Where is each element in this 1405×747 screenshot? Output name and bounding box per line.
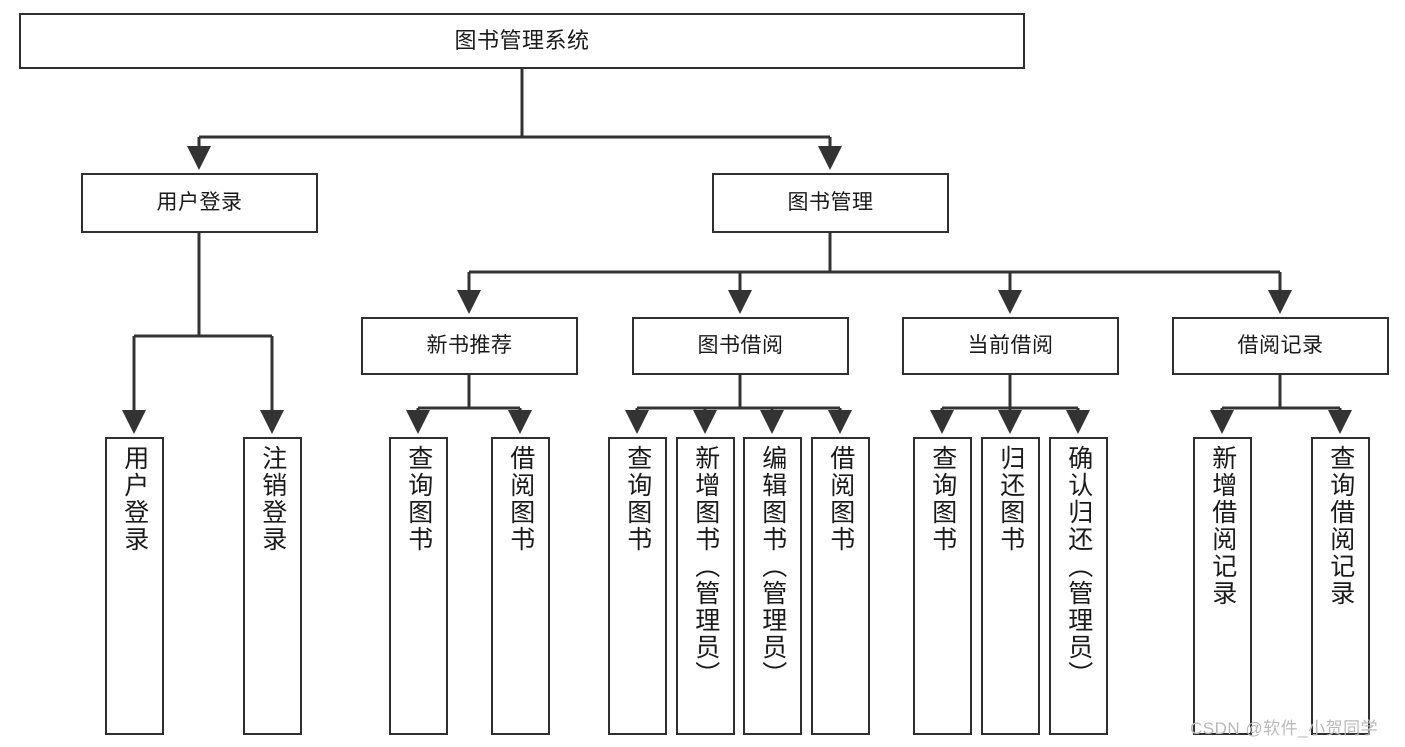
node-label: 新增借阅记录 [1208, 445, 1237, 607]
node-book-borrow[interactable]: 图书借阅 [632, 317, 849, 375]
node-label: 用户登录 [120, 445, 149, 553]
leaf-book-borrow-query[interactable]: 查询图书 [608, 437, 667, 735]
node-label: 查询图书 [404, 445, 433, 553]
node-label: 当前借阅 [967, 333, 1054, 357]
node-label: 借阅记录 [1237, 333, 1324, 357]
node-label: 查询图书 [623, 445, 652, 553]
node-root-system[interactable]: 图书管理系统 [19, 13, 1025, 69]
node-label: 用户登录 [156, 190, 243, 214]
node-label: 图书管理 [787, 190, 874, 214]
node-label: 借阅图书 [506, 445, 535, 553]
node-label: 新增图书（管理员） [691, 445, 720, 688]
leaf-user-login-logout[interactable]: 注销登录 [243, 437, 302, 735]
node-new-book-recommend[interactable]: 新书推荐 [361, 317, 578, 375]
leaf-current-borrow-confirm-return[interactable]: 确认归还（管理员） [1049, 437, 1108, 735]
node-label: 查询图书 [928, 445, 957, 553]
leaf-current-borrow-query[interactable]: 查询图书 [913, 437, 972, 735]
node-current-borrow[interactable]: 当前借阅 [902, 317, 1119, 375]
leaf-book-borrow-borrow[interactable]: 借阅图书 [811, 437, 870, 735]
leaf-new-book-borrow[interactable]: 借阅图书 [491, 437, 550, 735]
node-label: 确认归还（管理员） [1064, 445, 1093, 688]
node-label: 编辑图书（管理员） [758, 445, 787, 688]
node-label: 图书管理系统 [454, 28, 590, 54]
node-label: 注销登录 [258, 445, 287, 553]
node-label: 查询借阅记录 [1326, 445, 1355, 607]
node-user-login[interactable]: 用户登录 [81, 173, 318, 233]
node-label: 归还图书 [996, 445, 1025, 553]
csdn-watermark: CSDN @软件_小贺同学 [1190, 719, 1379, 738]
leaf-new-book-query[interactable]: 查询图书 [389, 437, 448, 735]
node-label: 借阅图书 [826, 445, 855, 553]
leaf-borrow-record-add[interactable]: 新增借阅记录 [1193, 437, 1252, 735]
node-book-management[interactable]: 图书管理 [712, 173, 949, 233]
leaf-book-borrow-add[interactable]: 新增图书（管理员） [676, 437, 735, 735]
leaf-user-login-login[interactable]: 用户登录 [105, 437, 164, 735]
node-label: 图书借阅 [697, 333, 784, 357]
node-label: 新书推荐 [426, 333, 513, 357]
leaf-borrow-record-query[interactable]: 查询借阅记录 [1311, 437, 1370, 735]
node-borrow-record[interactable]: 借阅记录 [1172, 317, 1389, 375]
leaf-current-borrow-return[interactable]: 归还图书 [981, 437, 1040, 735]
leaf-book-borrow-edit[interactable]: 编辑图书（管理员） [743, 437, 802, 735]
